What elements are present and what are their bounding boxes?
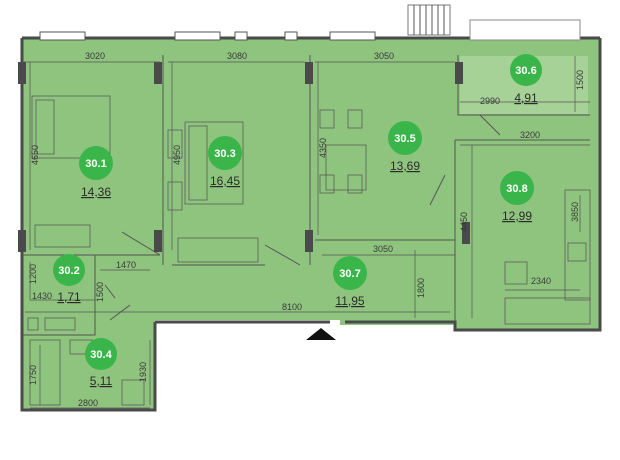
dimension-labels: 3020 3080 3050 1500 2990 3200 4650 4950 … [28,51,585,408]
dim-label: 3850 [570,202,580,222]
room-id: 30.6 [515,65,536,77]
room-30-1[interactable]: 30.1 14,36 [79,146,113,199]
room-area: 14,36 [81,185,111,199]
dim-label: 1470 [116,260,136,270]
dim-label: 2340 [531,276,551,286]
dim-label: 1500 [95,282,105,302]
room-30-7[interactable]: 30.7 11,95 [333,256,367,308]
dimension-lines [22,56,590,409]
dim-label: 4650 [30,145,40,165]
room-30-3[interactable]: 30.3 16,45 [208,136,242,188]
room-30-6[interactable]: 30.6 4,91 [510,54,542,105]
room-area: 1,71 [57,290,81,304]
room-30-5[interactable]: 30.5 13,69 [388,121,422,173]
entrance-arrow-icon [306,328,336,340]
dim-label: 3050 [374,51,394,61]
dim-label: 1500 [575,70,585,90]
room-area: 4,91 [514,91,538,105]
dim-label: 3200 [520,130,540,140]
furniture [27,95,591,406]
windows [39,4,581,41]
room-area: 11,95 [335,294,364,308]
room-30-8[interactable]: 30.8 12,99 [500,171,534,223]
dim-label: 4350 [318,138,328,158]
dim-label: 2990 [480,96,500,106]
dim-label: 2800 [78,398,98,408]
dim-label: 1800 [416,278,426,298]
room-id: 30.7 [339,268,360,280]
room-id: 30.1 [85,158,106,170]
dim-label: 8100 [282,302,302,312]
dim-label: 1930 [138,362,148,382]
dim-label: 4950 [172,145,182,165]
room-id: 30.4 [90,349,112,361]
room-area: 16,45 [210,174,240,188]
dim-label: 1430 [32,291,52,301]
room-badges: 30.1 14,36 30.2 1,71 30.3 16,45 30.4 5,1… [53,54,542,388]
room-area: 5,11 [90,374,113,388]
room-area: 12,99 [502,209,532,223]
dim-label: 4450 [459,212,469,232]
dim-label: 3020 [85,51,105,61]
room-30-2[interactable]: 30.2 1,71 [53,254,85,304]
room-30-4[interactable]: 30.4 5,11 [85,338,117,388]
room-id: 30.8 [506,183,527,195]
dim-label: 1200 [28,264,38,284]
room-id: 30.2 [58,265,79,277]
dim-label: 3050 [373,244,393,254]
dim-label: 1750 [28,365,38,385]
room-id: 30.5 [394,133,415,145]
room-id: 30.3 [214,148,235,160]
room-area: 13,69 [390,159,420,173]
dim-label: 3080 [227,51,247,61]
